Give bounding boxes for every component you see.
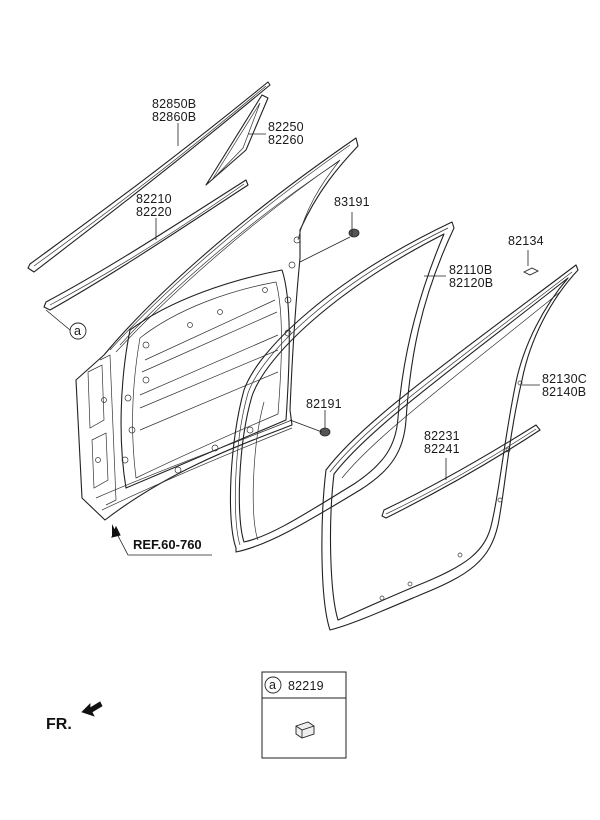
door-side-weatherstrip — [229, 221, 455, 553]
lower-sill-strip — [381, 424, 541, 519]
label-82120B: 82120B — [449, 276, 493, 290]
upper-moulding-strip — [27, 81, 271, 273]
label-82241: 82241 — [424, 442, 460, 456]
clip-82134 — [522, 267, 540, 276]
inset-a-circle — [264, 676, 282, 694]
label-83191: 83191 — [334, 195, 370, 209]
label-82110B: 82110B — [449, 263, 492, 277]
clip-82219-drawing — [295, 721, 315, 739]
body-side-weatherstrip — [321, 264, 579, 631]
callout-a-label: a — [74, 324, 81, 338]
label-82260: 82260 — [268, 133, 304, 147]
plug-83191 — [348, 228, 360, 238]
leader-82191b — [289, 419, 323, 433]
door-panel — [75, 137, 359, 521]
inset-letter: a — [269, 678, 276, 692]
corner-delta-moulding — [205, 94, 269, 186]
leader-callout-a — [45, 309, 71, 331]
label-82130C: 82130C — [542, 372, 587, 386]
callout-a-circle — [69, 322, 87, 340]
label-82850B: 82850B — [152, 97, 196, 111]
label-82250: 82250 — [268, 120, 304, 134]
ref-pointer — [111, 524, 212, 556]
leader-83191b — [299, 236, 351, 263]
label-82210: 82210 — [136, 192, 172, 206]
label-82231: 82231 — [424, 429, 460, 443]
label-82140B: 82140B — [542, 385, 586, 399]
label-82134: 82134 — [508, 234, 544, 248]
front-label: FR. — [46, 716, 72, 733]
label-82860B: 82860B — [152, 110, 196, 124]
belt-weatherstrip — [43, 179, 249, 311]
label-82220: 82220 — [136, 205, 172, 219]
inset-part-label: 82219 — [288, 679, 324, 693]
label-82191: 82191 — [306, 397, 342, 411]
inset-box — [261, 671, 347, 759]
front-arrow-icon — [81, 701, 103, 717]
ref-label: REF.60-760 — [133, 537, 202, 552]
